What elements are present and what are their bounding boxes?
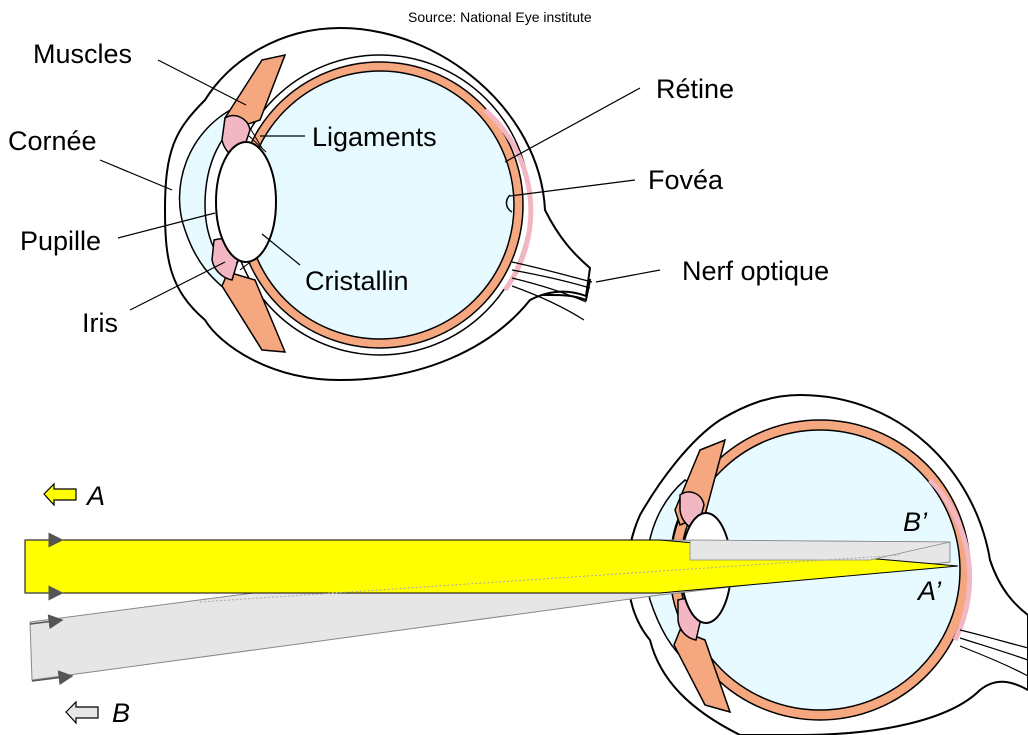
source-caption: Source: National Eye institute bbox=[408, 9, 592, 25]
label-pupille: Pupille bbox=[20, 226, 101, 256]
label-retine: Rétine bbox=[656, 74, 734, 104]
point-a-label: A bbox=[85, 481, 105, 511]
label-cristallin: Cristallin bbox=[305, 266, 409, 296]
label-iris: Iris bbox=[82, 308, 118, 338]
point-b-prime-label: B’ bbox=[903, 507, 928, 537]
label-ligaments: Ligaments bbox=[312, 122, 437, 152]
point-a-prime-label: A’ bbox=[916, 576, 942, 606]
arrow-left-grey-icon bbox=[66, 702, 98, 723]
label-fovea: Fovéa bbox=[648, 165, 724, 195]
point-b-label: B bbox=[112, 698, 130, 728]
label-nerf-optique: Nerf optique bbox=[682, 256, 829, 286]
crystalline-lens bbox=[216, 142, 276, 262]
vitreous-humor bbox=[246, 71, 514, 339]
top-eye bbox=[165, 28, 592, 380]
label-muscles: Muscles bbox=[33, 39, 132, 69]
label-cornee: Cornée bbox=[8, 126, 97, 156]
arrow-left-yellow-icon bbox=[44, 484, 76, 505]
